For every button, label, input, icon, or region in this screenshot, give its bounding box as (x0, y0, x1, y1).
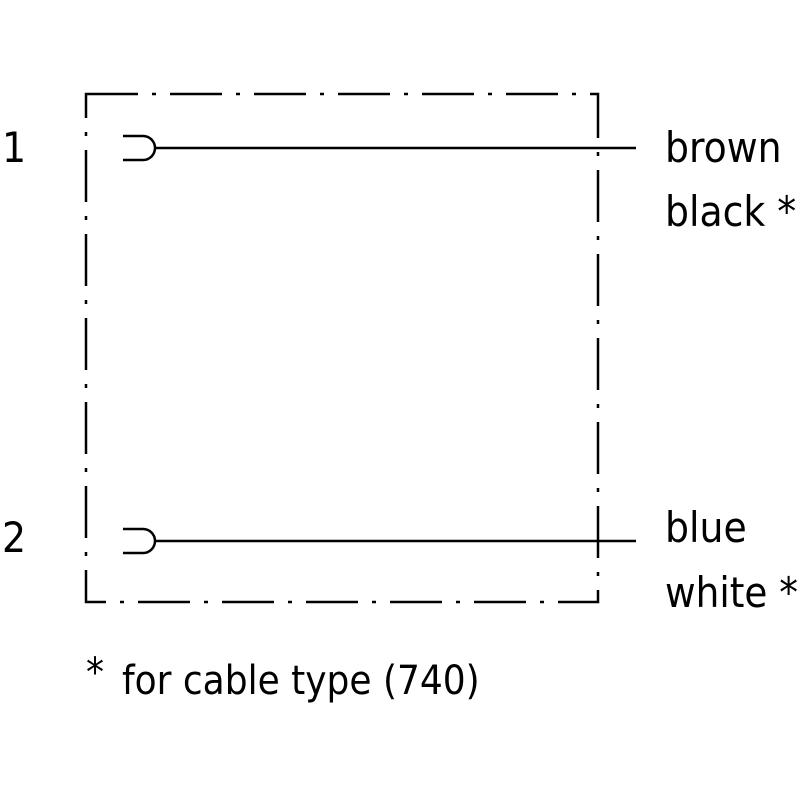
pin-1-socket-icon (123, 134, 157, 162)
pin-2-number: 2 (2, 513, 26, 562)
pin-2-socket-icon (123, 527, 157, 555)
pin-2-wire-label-2: white * (665, 568, 798, 617)
footnote-marker: * (86, 650, 104, 696)
pin-1-number: 1 (2, 123, 26, 172)
pin-1-wire-label-1: brown (665, 123, 782, 172)
pin-2-wire-label-1: blue (665, 503, 747, 552)
footnote-text: for cable type (740) (122, 658, 480, 704)
pin-2: 2 blue white * (2, 503, 798, 617)
footnote: * for cable type (740) (86, 650, 480, 704)
housing-outline (84, 92, 600, 604)
pin-1-wire-label-2: black * (665, 187, 796, 236)
pin-1: 1 brown black * (2, 123, 796, 236)
